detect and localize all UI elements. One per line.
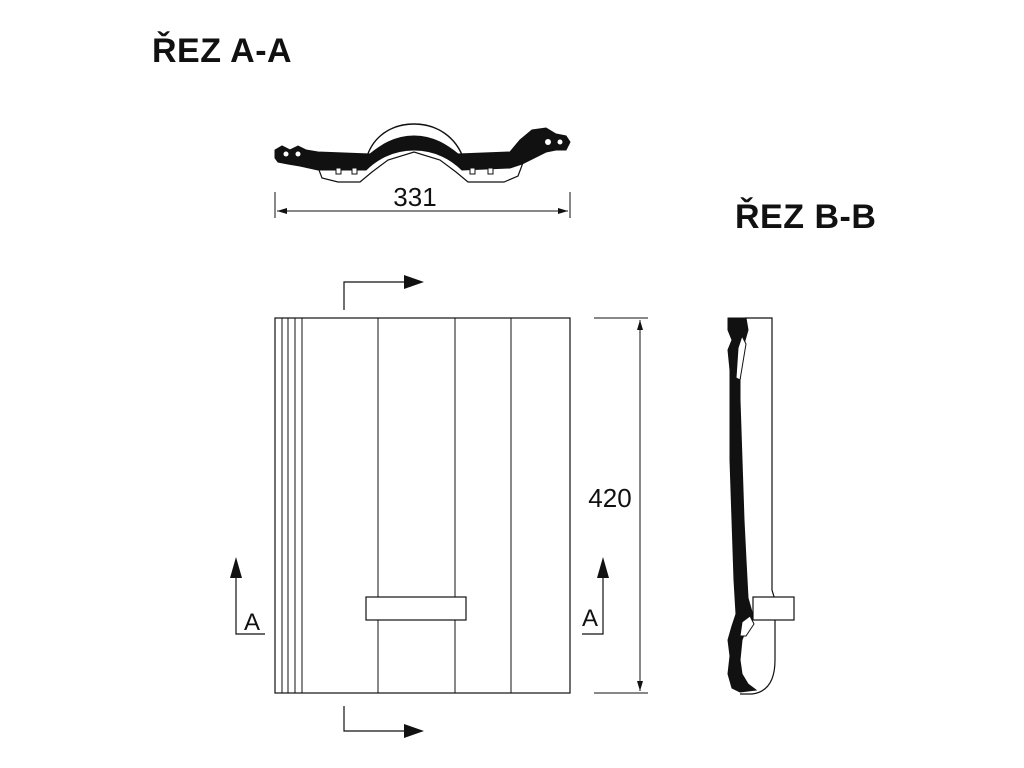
hanging-lug (752, 596, 795, 621)
section-mark-right: A (582, 605, 598, 632)
section-aa-title: ŘEZ A-A (152, 32, 293, 70)
profile-lug (469, 167, 476, 175)
width-dimension-label: 331 (393, 182, 436, 212)
section-bb-marker-bottom (343, 706, 424, 738)
profile-lug (351, 167, 358, 175)
hanging-lug (365, 596, 467, 621)
profile-body (274, 127, 571, 171)
profile-arch-line (365, 123, 465, 161)
section-aa-profile (274, 123, 571, 183)
dimension-arrow (558, 208, 568, 214)
profile-lug (335, 167, 342, 175)
profile-underside-line (315, 151, 525, 183)
arrow-right-icon (404, 275, 424, 289)
profile-lug (487, 167, 494, 175)
arrow-up-icon (597, 557, 609, 578)
profile-notch (283, 151, 289, 157)
arrow-up-icon (230, 557, 242, 578)
tile-outline (274, 317, 571, 694)
dimension-label-background (584, 480, 636, 514)
tile-plan-view (274, 317, 571, 694)
profile-body (727, 317, 758, 693)
dimension-arrow (637, 320, 643, 330)
dimension-arrow (637, 681, 643, 691)
width-dimension: 331 (274, 182, 571, 218)
arrow-right-icon (404, 724, 424, 738)
profile-top-hook (735, 334, 747, 381)
section-bb-profile (727, 317, 795, 695)
section-aa-marker-right: A (582, 557, 609, 635)
section-bb-title: ŘEZ B-B (735, 198, 877, 236)
section-mark-left: A (244, 609, 260, 636)
dimension-arrow (277, 208, 287, 214)
section-bb-marker-top (343, 275, 424, 310)
height-dimension-label: 420 (588, 483, 631, 513)
section-aa-marker-left: A (230, 557, 265, 636)
height-dimension: 420 (584, 317, 648, 694)
profile-notch (295, 151, 301, 157)
profile-outer-line (740, 317, 776, 695)
profile-notch (557, 139, 563, 145)
profile-nose-detail (739, 615, 755, 637)
profile-notch (545, 139, 551, 145)
